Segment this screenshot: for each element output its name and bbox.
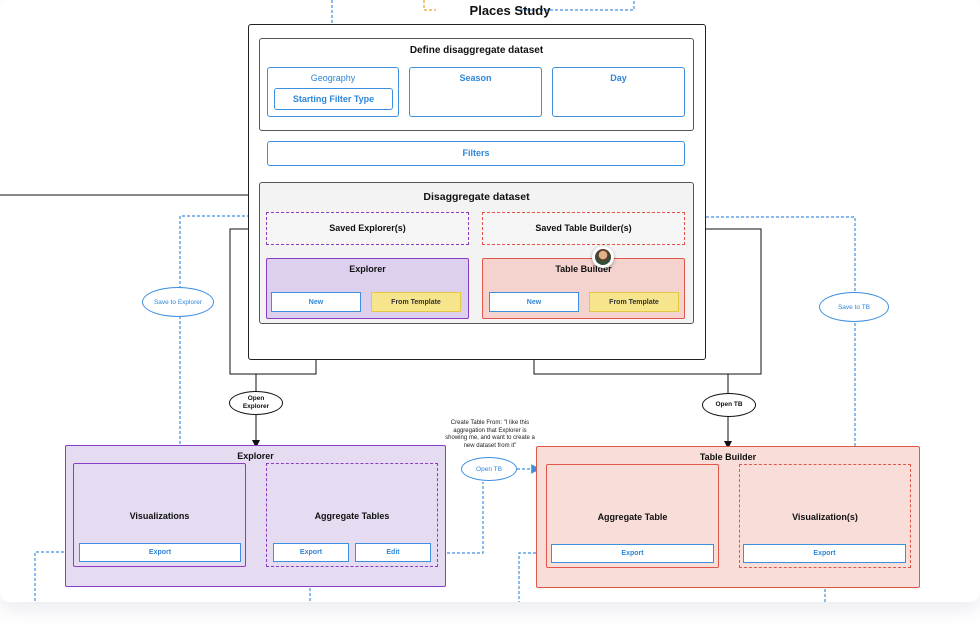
visualizations-label: Visualizations [129, 511, 190, 521]
explorer-panel [65, 445, 446, 587]
starting-filter-type-box[interactable]: Starting Filter Type [274, 88, 393, 110]
open-explorer-bubble[interactable]: Open Explorer [229, 391, 283, 415]
saved-explorers-label: Saved Explorer(s) [329, 223, 406, 233]
avatar[interactable] [592, 246, 614, 268]
aggregate-table-box [546, 464, 719, 568]
aggregate-tables-label: Aggregate Tables [314, 511, 390, 521]
saved-table-builders-label: Saved Table Builder(s) [535, 223, 632, 233]
aggregate-tables-export-button[interactable]: Export [273, 543, 349, 562]
filters-box[interactable]: Filters [267, 141, 685, 166]
season-label: Season [459, 73, 492, 83]
table-builder-panel [536, 446, 920, 588]
avatar-photo-icon [595, 249, 611, 265]
filters-label: Filters [462, 148, 490, 158]
save-to-explorer-bubble[interactable]: Save to Explorer [142, 287, 214, 317]
saved-explorers-box[interactable]: Saved Explorer(s) [266, 212, 469, 245]
table-builder-panel-title: Table Builder [699, 452, 757, 462]
visualizations-export-button[interactable]: Export [79, 543, 241, 562]
day-label: Day [610, 73, 627, 83]
aggregate-table-export-button[interactable]: Export [551, 544, 714, 563]
aggregate-table-label: Aggregate Table [597, 512, 668, 522]
visualizations-box [73, 463, 246, 567]
explorer-inner-title: Explorer [349, 264, 386, 274]
explorer-panel-title: Explorer [237, 451, 274, 461]
table-builder-from-template-button[interactable]: From Template [589, 292, 679, 312]
aggregate-tables-box [266, 463, 438, 567]
open-tb-from-edit-bubble[interactable]: Open TB [461, 457, 517, 481]
explorer-new-button[interactable]: New [271, 292, 361, 312]
save-to-tb-bubble[interactable]: Save to TB [819, 292, 889, 322]
tb-visualizations-export-button[interactable]: Export [743, 544, 906, 563]
day-box[interactable]: Day [552, 67, 685, 117]
disaggregate-dataset-title: Disaggregate dataset [423, 191, 530, 203]
explorer-from-template-button[interactable]: From Template [371, 292, 461, 312]
table-builder-new-button[interactable]: New [489, 292, 579, 312]
open-tb-bubble[interactable]: Open TB [702, 393, 756, 417]
table-builder-inner-title: Table Builder [555, 264, 612, 274]
define-dataset-title: Define disaggregate dataset [409, 45, 544, 56]
create-table-annotation: Create Table From: "I like this aggregat… [445, 420, 535, 449]
aggregate-tables-edit-button[interactable]: Edit [355, 543, 431, 562]
geography-label: Geography [310, 73, 356, 83]
tb-visualizations-box [739, 464, 911, 568]
saved-table-builders-box[interactable]: Saved Table Builder(s) [482, 212, 685, 245]
tb-visualizations-label: Visualization(s) [792, 512, 858, 522]
starting-filter-type-label: Starting Filter Type [292, 94, 375, 104]
diagram-title: Places Study [469, 3, 551, 18]
season-box[interactable]: Season [409, 67, 542, 117]
